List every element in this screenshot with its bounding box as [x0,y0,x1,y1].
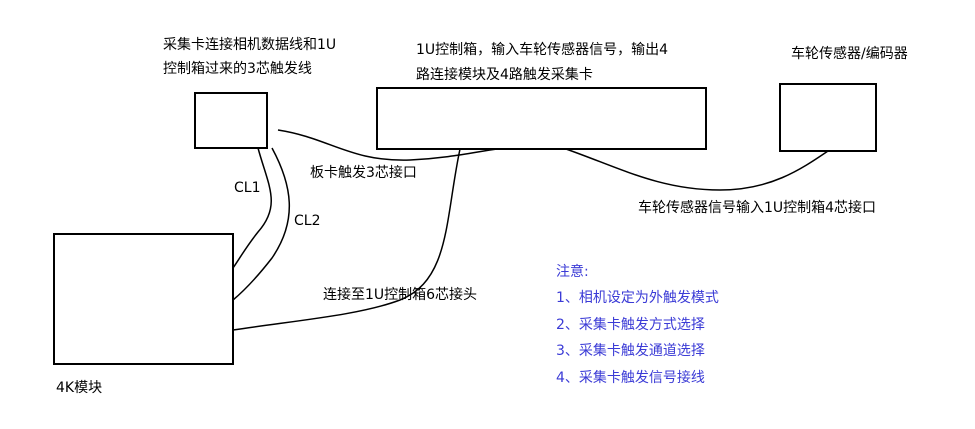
cl2-label: CL2 [294,213,321,229]
cl1-cable [232,147,272,269]
wheel-sensor-cable [565,148,829,191]
control-box-description-line2: 路连接模块及4路触发采集卡 [416,67,593,83]
notes-title: 注意: [556,264,589,280]
note-item: 3、采集卡触发通道选择 [556,343,705,359]
cl2-cable [232,147,290,301]
note-item: 4、采集卡触发信号接线 [556,370,705,386]
capture-card-description-line1: 采集卡连接相机数据线和1U [163,37,337,53]
note-item: 2、采集卡触发方式选择 [556,317,705,333]
wheel-sensor-box [779,83,877,152]
control-box-description-line1: 1U控制箱，输入车轮传感器信号，输出4 [416,42,669,58]
note-item: 1、相机设定为外触发模式 [556,290,719,306]
trigger-cable [277,129,498,161]
capture-card-description-line2: 控制箱过来的3芯触发线 [163,61,312,77]
capture-card-box [194,92,268,149]
cl1-label: CL1 [234,180,261,196]
wheel-signal-input-label: 车轮传感器信号输入1U控制箱4芯接口 [638,200,877,216]
wheel-sensor-label: 车轮传感器/编码器 [791,46,908,62]
connect-6pin-label: 连接至1U控制箱6芯接头 [323,287,478,303]
module-4k-label: 4K模块 [56,380,103,396]
control-box-1u [376,87,707,150]
six-pin-cable [232,148,461,331]
module-4k-box [53,233,234,365]
board-trigger-label: 板卡触发3芯接口 [310,165,417,181]
